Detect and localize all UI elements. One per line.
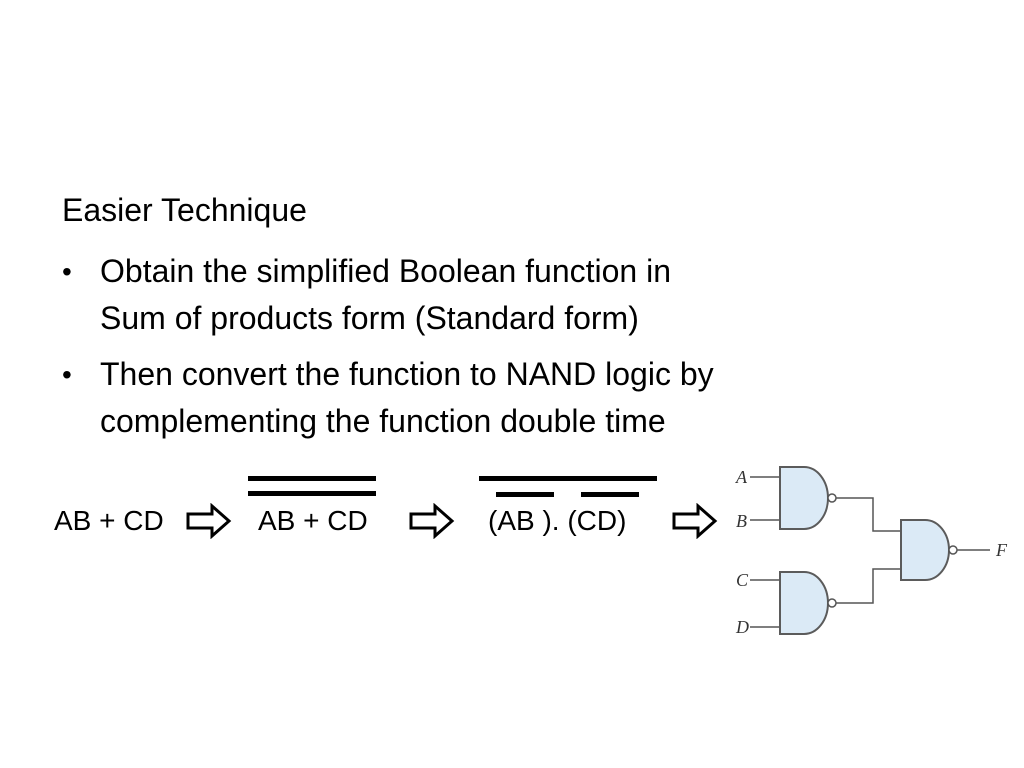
- bullet-text-line: complementing the function double time: [100, 403, 666, 439]
- wire-gate1-to-gate3: [836, 497, 901, 532]
- bullet-item-sop: • Obtain the simplified Boolean function…: [62, 248, 822, 342]
- input-label-b: B: [736, 511, 747, 531]
- nand-gate-cd: [779, 571, 829, 635]
- overbar-inner: [248, 491, 376, 496]
- overbar-cd: [581, 492, 639, 497]
- expression-nand-form: (AB ). (CD): [488, 505, 627, 536]
- output-label-f: F: [995, 540, 1008, 560]
- right-arrow-icon: [409, 503, 455, 539]
- bullet-dot: •: [62, 359, 72, 390]
- input-label-d: D: [735, 617, 749, 637]
- input-label-c: C: [736, 570, 749, 590]
- inversion-bubble: [827, 493, 837, 503]
- nand-gate-ab: [779, 466, 829, 530]
- right-arrow-icon: [186, 503, 232, 539]
- bullet-text-line: Obtain the simplified Boolean function i…: [100, 253, 672, 289]
- overbar-outer: [248, 476, 376, 481]
- overbar-ab: [496, 492, 554, 497]
- bullet-list: • Obtain the simplified Boolean function…: [62, 248, 822, 454]
- inversion-bubble: [948, 545, 958, 555]
- bullet-item-nand: • Then convert the function to NAND logi…: [62, 351, 822, 445]
- expression-original: AB + CD: [54, 505, 164, 536]
- nand-gate-output: [900, 519, 950, 581]
- nand-circuit-diagram: A B C D F: [735, 466, 1008, 637]
- bullet-text-line: Then convert the function to NAND logic …: [100, 356, 714, 392]
- bullet-text-line: Sum of products form (Standard form): [100, 300, 639, 336]
- expression-double-complement: AB + CD: [258, 505, 368, 536]
- right-arrow-icon: [672, 503, 718, 539]
- input-label-a: A: [735, 467, 748, 487]
- bullet-dot: •: [62, 256, 72, 287]
- inversion-bubble: [827, 598, 837, 608]
- overbar-outer: [479, 476, 657, 481]
- wire-gate2-to-gate3: [836, 568, 901, 604]
- slide-heading: Easier Technique: [62, 192, 307, 228]
